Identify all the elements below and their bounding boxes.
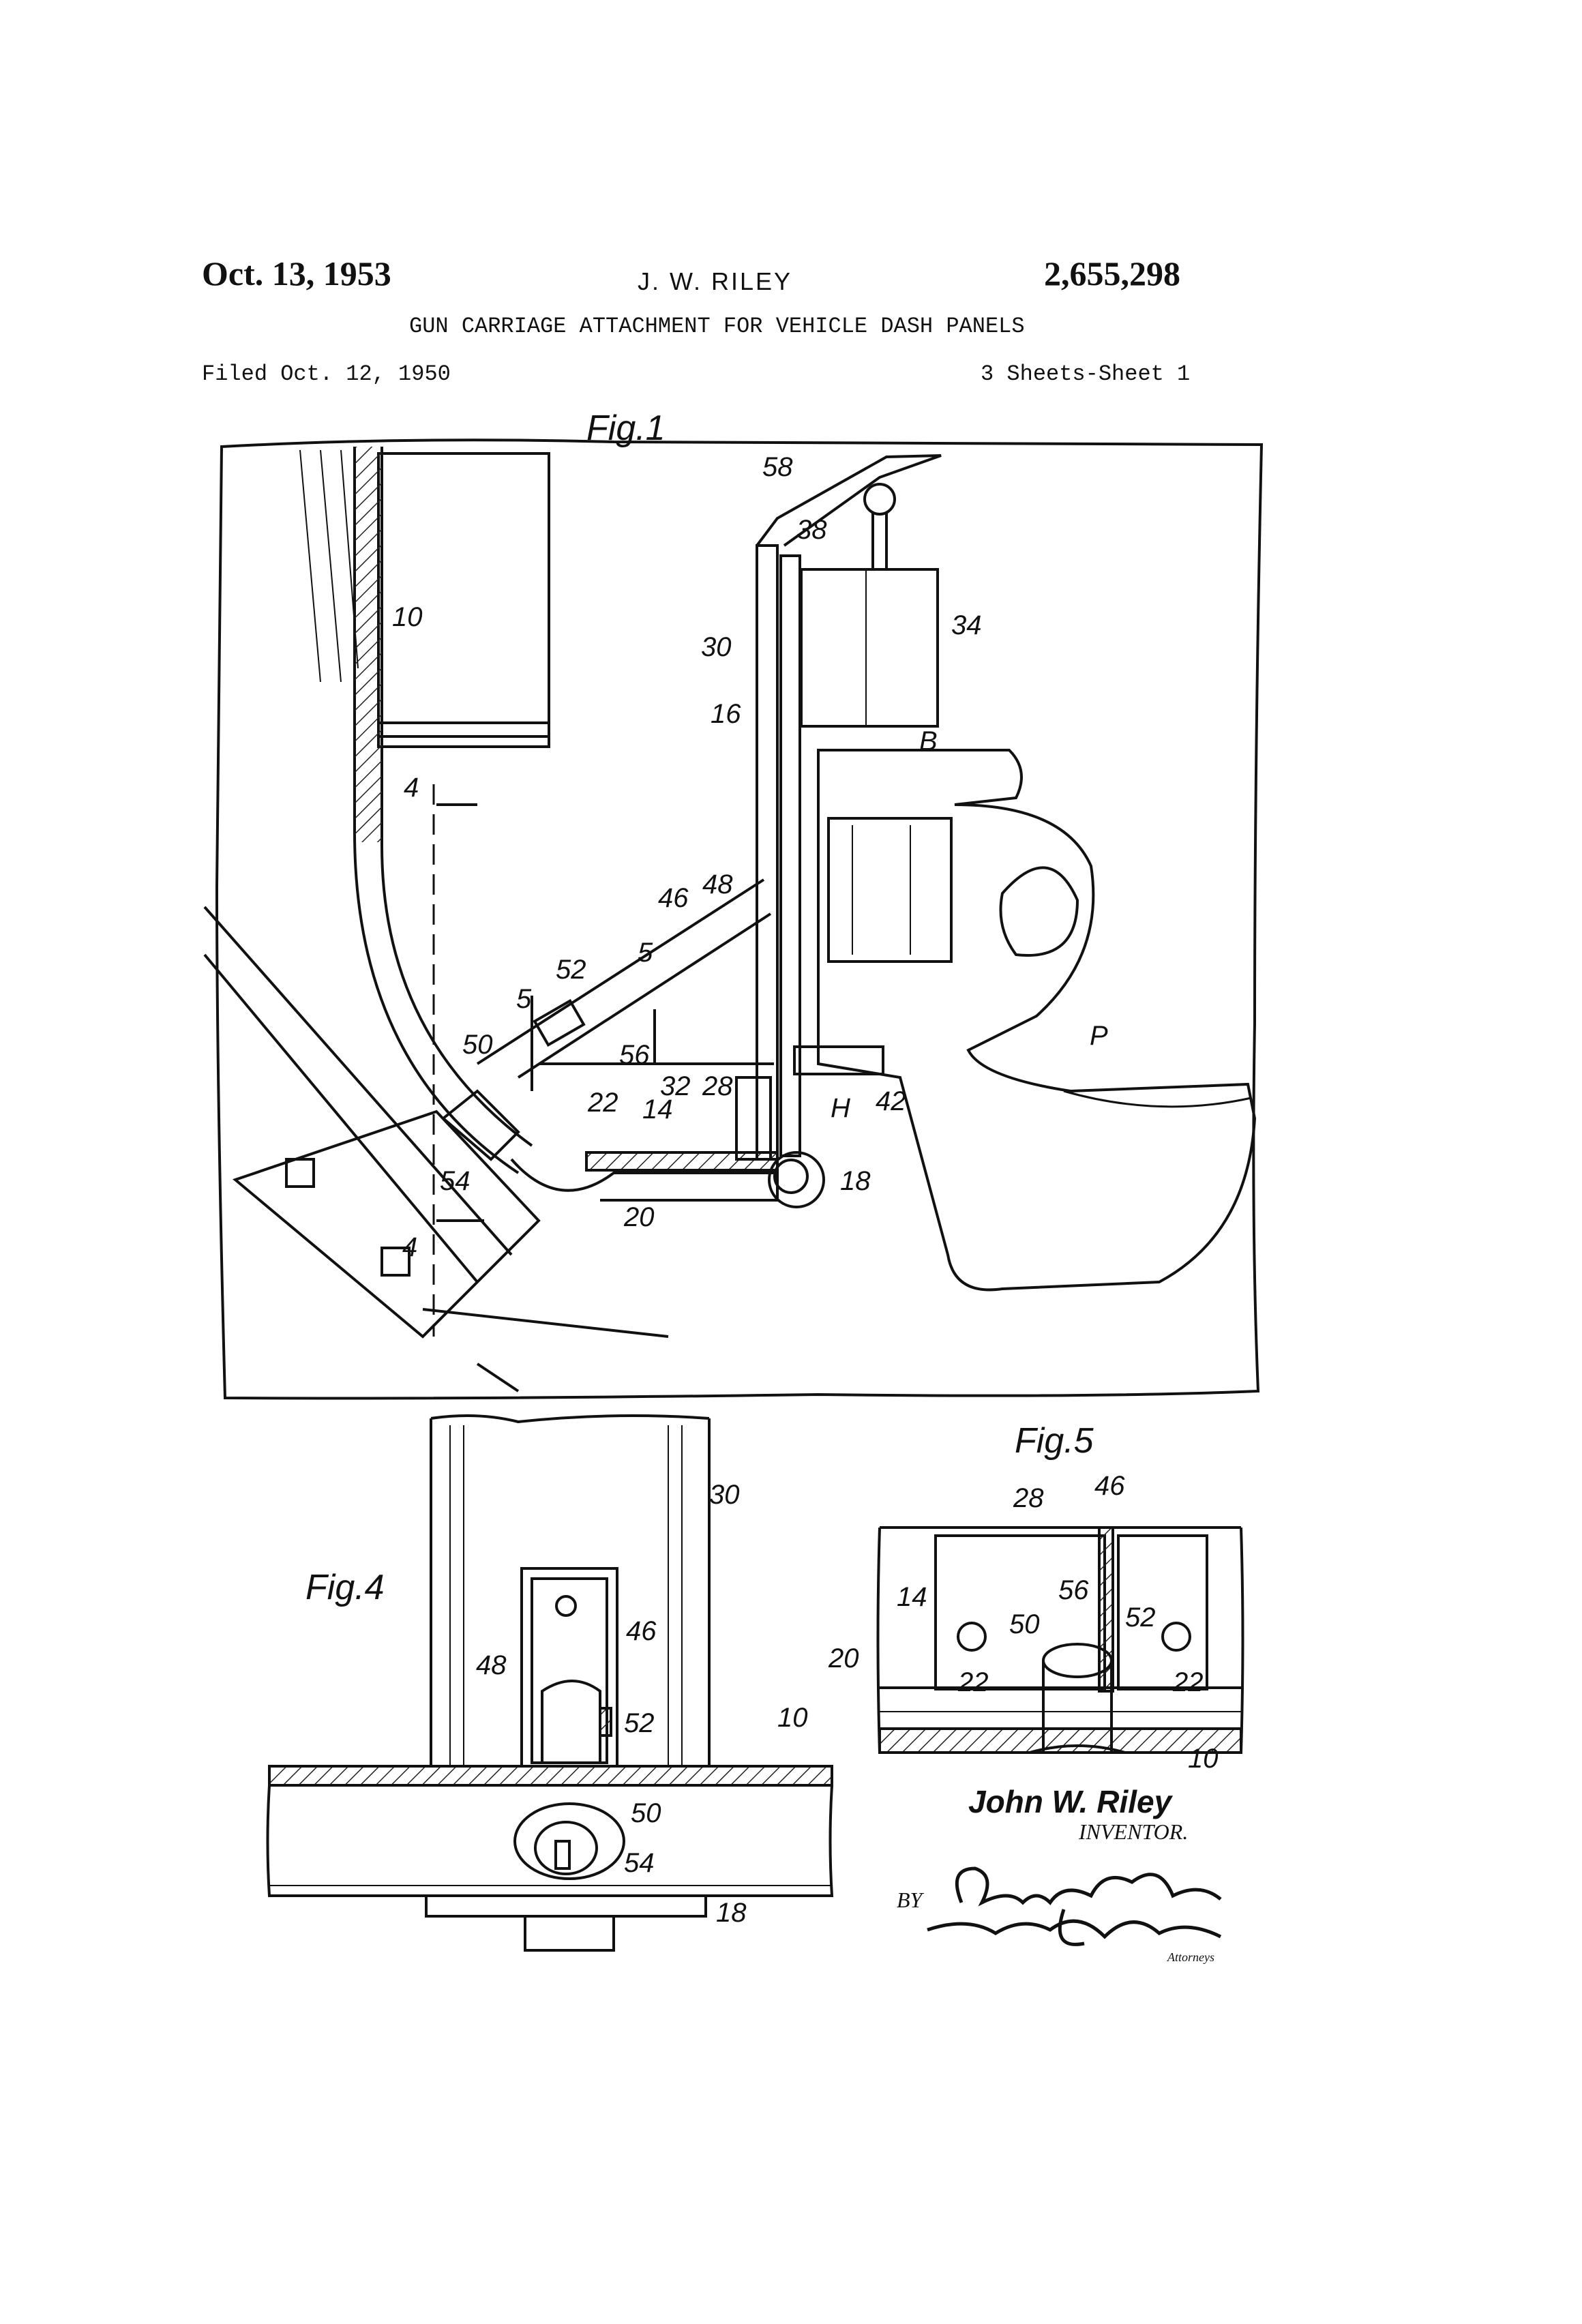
by-label: BY	[897, 1888, 923, 1912]
fig1-label: 16	[711, 699, 741, 729]
fig5-text: Fig.5 28 46 14 56 50 52 20 22 22 10	[828, 1421, 1219, 1774]
fig4-label: 46	[626, 1616, 657, 1646]
fig5-title: Fig.5	[1015, 1421, 1094, 1461]
fig4-pin	[513, 1802, 625, 1880]
fig1-label: 48	[702, 869, 733, 899]
revolver	[817, 749, 1257, 1292]
fig1-label: P	[1090, 1021, 1108, 1051]
dash-upper-block	[377, 452, 550, 748]
fig5-label: 56	[1058, 1575, 1089, 1605]
fig5-label: 46	[1094, 1471, 1125, 1501]
fig5-pin	[1042, 1660, 1113, 1753]
fig1-label: 38	[796, 515, 827, 545]
fig1-label: 14	[642, 1094, 673, 1124]
dash-lower-beam	[203, 906, 669, 1392]
strap-46	[476, 878, 772, 1079]
fig5-label: 28	[1013, 1483, 1044, 1513]
fig5-label: 22	[957, 1667, 989, 1697]
fig1-label: 54	[440, 1166, 471, 1196]
fig1-title: Fig.1	[586, 408, 666, 448]
fig1-label: 50	[462, 1030, 493, 1060]
fig5-label: 52	[1125, 1603, 1156, 1633]
fig4-label: 54	[624, 1848, 655, 1878]
fig1-label: 18	[840, 1166, 871, 1196]
fig5-label: 14	[897, 1582, 927, 1612]
inventor-label: INVENTOR.	[1079, 1819, 1189, 1844]
fig1	[203, 438, 1264, 1400]
fig4-title: Fig.4	[305, 1568, 385, 1607]
fig1-label: 42	[876, 1086, 906, 1116]
fig1-label: 5	[516, 984, 532, 1014]
fig5-label: 20	[828, 1643, 859, 1673]
attorney-signature	[927, 1866, 1222, 1946]
bracket-base	[510, 1158, 779, 1202]
fig1-label: 10	[392, 602, 423, 632]
fig4-label: 18	[716, 1898, 747, 1928]
fig1-label: 4	[402, 1232, 417, 1262]
patent-title: GUN CARRIAGE ATTACHMENT FOR VEHICLE DASH…	[409, 314, 1025, 339]
vertical-post	[756, 544, 779, 1161]
fig5-label: 50	[1009, 1609, 1040, 1639]
fig1-label: 22	[587, 1088, 618, 1118]
fig1-label: B	[919, 726, 938, 756]
fig1-text: Fig.1 58 38 34 30 16 B 10 4 46 48 5 52 5…	[392, 408, 1108, 1262]
fig4-panel	[268, 1765, 833, 1787]
fig4-label: 52	[624, 1708, 655, 1738]
fig1-label: 56	[619, 1040, 650, 1070]
filed-date: Filed Oct. 12, 1950	[202, 361, 451, 387]
fig1-label: 46	[658, 883, 689, 913]
dash-panel-curve	[353, 447, 520, 1174]
sheet-count: 3 Sheets-Sheet 1	[981, 361, 1191, 387]
fig1-label: 34	[951, 610, 982, 640]
patent-date: Oct. 13, 1953	[202, 254, 391, 293]
fig4	[266, 1414, 834, 1952]
fig1-label: 58	[762, 452, 793, 482]
fig1-frame	[215, 438, 1264, 1400]
fig1-label: 5	[638, 938, 653, 968]
fig1-label: 28	[702, 1071, 733, 1101]
fig4-label: 48	[476, 1650, 507, 1680]
inventor-name: John W. Riley	[968, 1784, 1172, 1819]
fig5-label: 22	[1172, 1667, 1204, 1697]
pivot-18	[768, 1151, 825, 1208]
fig5-label: 10	[1188, 1744, 1219, 1774]
fig4-label: 30	[709, 1480, 740, 1510]
fig1-label: H	[831, 1093, 850, 1123]
fig1-label: 30	[701, 632, 732, 662]
inventor-short-name: J. W. RILEY	[638, 267, 793, 295]
fig1-label: 32	[660, 1071, 691, 1101]
holster	[800, 568, 939, 728]
fig5	[876, 1526, 1244, 1754]
patent-number: 2,655,298	[1044, 254, 1180, 293]
fig4-label: 10	[777, 1703, 808, 1733]
fig1-label: 20	[623, 1202, 655, 1232]
fig1-label: 52	[556, 955, 586, 985]
fig4-text: Fig.4 30 46 48 52 10 50 54 18	[305, 1480, 808, 1928]
attorneys-label: Attorneys	[1167, 1950, 1214, 1964]
fig4-label: 50	[631, 1798, 661, 1828]
fig1-label: 4	[404, 773, 419, 803]
